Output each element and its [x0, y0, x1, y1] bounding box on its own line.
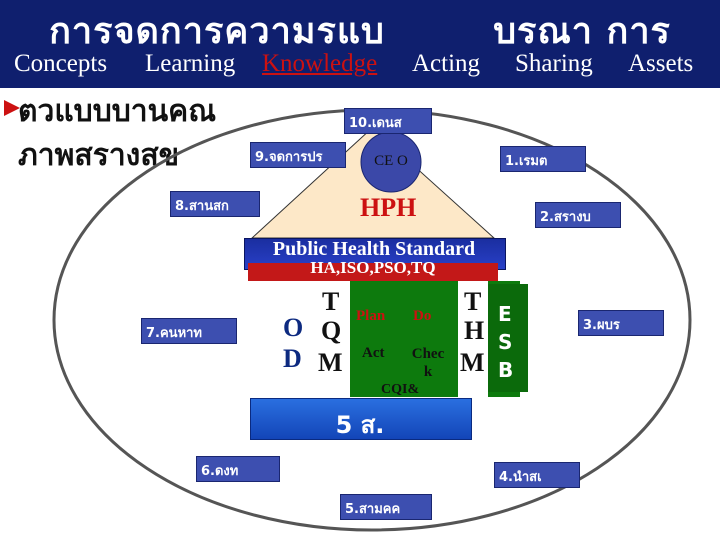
- concept-word-highlight: Knowledge: [262, 50, 378, 77]
- standards-bar: [248, 263, 498, 281]
- tqm-letter: H: [464, 316, 485, 345]
- tqm-letter: T: [322, 287, 340, 316]
- step-box-8: 8.สานสก: [170, 191, 260, 217]
- standards-label: HA,ISO,PSO,TQ: [310, 258, 436, 277]
- five-s-base: [250, 398, 472, 440]
- page-title: การจดการความรแบ บรณา การ: [0, 2, 720, 59]
- step-box-2: 2.สรางบ: [535, 202, 621, 228]
- esb-letter: B: [498, 358, 514, 382]
- pdca-plan: Plan: [356, 308, 386, 324]
- step-box-3: 3.ผบร: [578, 310, 664, 336]
- pdca-act: Act: [362, 345, 385, 361]
- ceo-label: CE O: [374, 153, 408, 169]
- step-box-4: 4.นำสเ: [494, 462, 580, 488]
- tqm-letter: Q: [321, 316, 342, 345]
- title-thai-right: บรณา การ: [493, 11, 671, 52]
- step-box-6: 6.ดงท: [196, 456, 280, 482]
- esb-pillar: [488, 284, 528, 392]
- od-letter: O: [283, 313, 304, 342]
- pdca-do: Do: [413, 308, 432, 324]
- concepts-subtitle: Concepts Learning Knowledge Acting Shari…: [0, 50, 720, 84]
- concept-word: Learning: [145, 50, 236, 77]
- five-s-label: 5 ส.: [335, 411, 385, 439]
- step-box-1: 1.เรมต: [500, 146, 586, 172]
- step-box-5: 5.สามคค: [340, 494, 432, 520]
- tqm-letter: M: [318, 348, 343, 377]
- cqi-label: CQI&: [381, 382, 420, 397]
- tqm-letter: T: [464, 287, 482, 316]
- concept-word: Acting: [412, 50, 481, 77]
- bullet-arrow-icon: [4, 100, 20, 116]
- step-box-9: 9.จดการปร: [250, 142, 346, 168]
- esb-letter: E: [498, 302, 512, 326]
- tqm-right-panel: [458, 281, 488, 397]
- tqm-panel: [266, 281, 350, 397]
- title-bar: [0, 0, 720, 88]
- step-box-7: 7.คนหาท: [141, 318, 237, 344]
- tqm-letter: M: [460, 348, 485, 377]
- heading-line-1: ตวแบบบานคณ: [18, 94, 217, 129]
- od-letter: D: [283, 344, 302, 373]
- concept-word: Assets: [628, 50, 694, 77]
- title-thai-left: การจดการความรแบ: [49, 11, 385, 52]
- concept-word: Concepts: [14, 50, 108, 77]
- pdca-check: Chec k: [411, 346, 445, 380]
- concept-word: Sharing: [515, 50, 593, 77]
- esb-letter: S: [498, 330, 513, 354]
- hph-label: HPH: [360, 193, 417, 222]
- step-box-10: 10.เดนส: [344, 108, 432, 134]
- public-health-standard-label: Public Health Standard: [272, 238, 476, 260]
